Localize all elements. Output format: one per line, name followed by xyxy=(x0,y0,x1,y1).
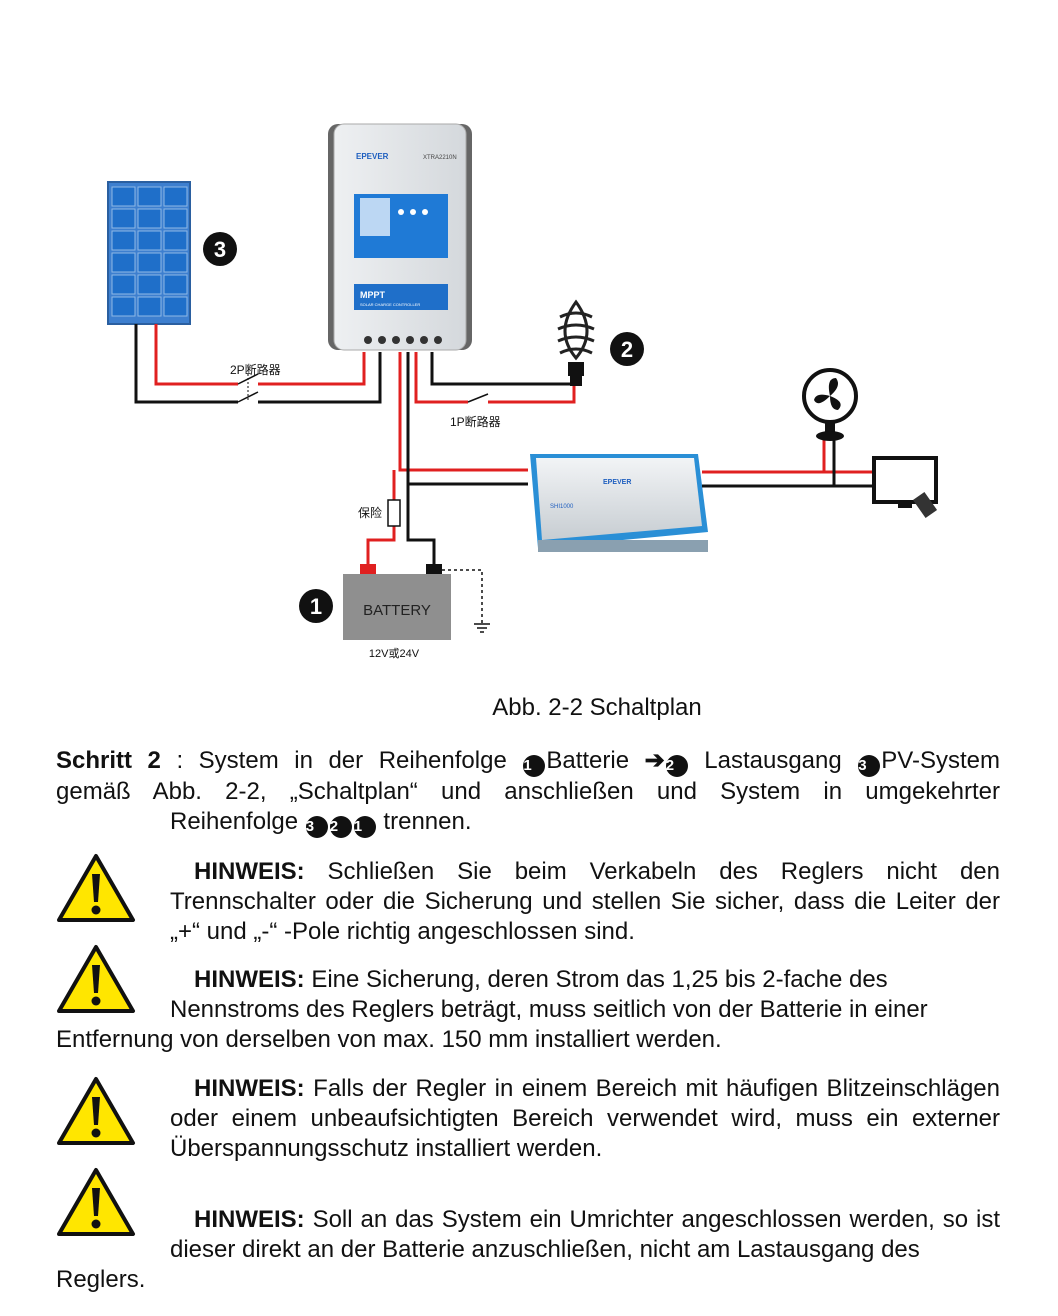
note-2-line-2: Nennstroms des Reglers beträgt, muss sei… xyxy=(170,996,928,1023)
note-2-line-1: HINWEIS: Eine Sicherung, deren Strom das… xyxy=(194,966,888,993)
inverter: EPEVER SHI1000 xyxy=(530,454,708,552)
note-4: HINWEIS: Soll an das System ein Umrichte… xyxy=(170,1206,1000,1263)
fan-icon xyxy=(802,368,858,441)
marker-load: 2 xyxy=(610,332,644,366)
number-2-icon: 2 xyxy=(329,816,352,838)
svg-text:BATTERY: BATTERY xyxy=(363,602,431,619)
label-2p-breaker: 2P断路器 xyxy=(230,362,281,377)
number-2-icon: 2 xyxy=(665,755,688,777)
svg-text:EPEVER: EPEVER xyxy=(356,152,389,161)
step-line-2: gemäß Abb. 2-2, „Schaltplan“ und anschli… xyxy=(56,778,1000,805)
wiring-diagram: 3 2P断路器 EPEVER XTRA2210N MPPT SOLAR CHAR… xyxy=(107,123,938,660)
warning-icon xyxy=(57,854,135,922)
svg-text:1: 1 xyxy=(310,594,322,619)
step-label: Schritt 2 xyxy=(56,747,161,774)
svg-text:SHI1000: SHI1000 xyxy=(550,504,574,510)
number-1-icon: 1 xyxy=(353,816,376,838)
charge-controller: EPEVER XTRA2210N MPPT SOLAR CHARGE CONTR… xyxy=(328,123,472,351)
number-3-icon: 3 xyxy=(858,755,881,777)
svg-text:XTRA2210N: XTRA2210N xyxy=(423,155,457,161)
note-2-line-3: Entfernung von derselben von max. 150 mm… xyxy=(56,1026,722,1053)
solar-panel xyxy=(107,181,191,325)
svg-text:SOLAR CHARGE CONTROLLER: SOLAR CHARGE CONTROLLER xyxy=(360,302,420,307)
warning-icon xyxy=(57,945,135,1013)
number-1-icon: 1 xyxy=(523,755,546,777)
note-3: HINWEIS: Falls der Regler in einem Berei… xyxy=(170,1075,1000,1162)
svg-text:EPEVER: EPEVER xyxy=(603,479,631,486)
warning-icon xyxy=(57,1168,135,1236)
warning-icon xyxy=(57,1077,135,1145)
fuse-symbol xyxy=(387,499,401,527)
marker-battery: 1 xyxy=(299,589,333,623)
svg-text:3: 3 xyxy=(214,237,226,262)
marker-pv: 3 xyxy=(203,232,237,266)
svg-text:MPPT: MPPT xyxy=(360,290,386,300)
arrow-icon: ➔ xyxy=(644,747,665,774)
tv-icon xyxy=(872,456,938,519)
battery: BATTERY 12V或24V xyxy=(343,564,451,660)
label-1p-breaker: 1P断路器 xyxy=(450,414,501,429)
svg-text:12V或24V: 12V或24V xyxy=(369,647,420,660)
figure-caption: Abb. 2-2 Schaltplan xyxy=(492,694,702,721)
note-4-line-3: Reglers. xyxy=(56,1266,146,1293)
label-fuse: 保险 xyxy=(358,505,382,520)
svg-text:2: 2 xyxy=(621,337,633,362)
number-3-icon: 3 xyxy=(305,816,328,838)
ground-icon xyxy=(474,623,490,633)
note-1: HINWEIS: Schließen Sie beim Verkabeln de… xyxy=(170,858,1000,945)
lightbulb-icon xyxy=(557,299,595,386)
